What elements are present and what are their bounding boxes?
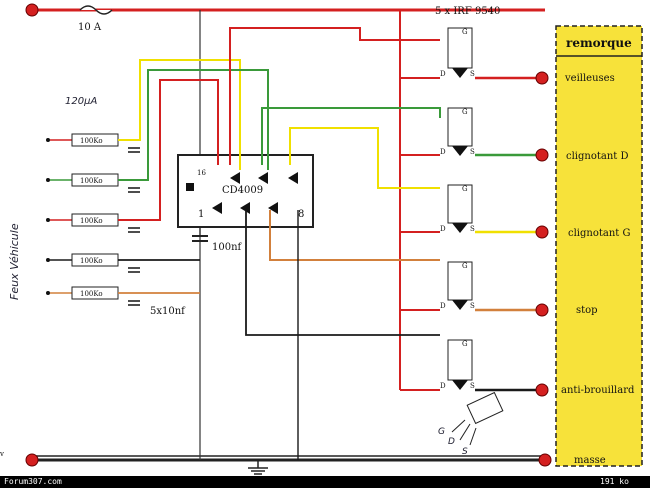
resistor-4-label: 100Ko [80,257,103,265]
m4-s: S [470,302,475,310]
footer-left: Forum307.com [4,477,62,486]
buffer-5 [240,202,250,214]
fuse-symbol [79,5,113,15]
buffer-3 [288,172,298,184]
ground-symbol [248,460,268,475]
ic-pin16: 16 [197,169,206,177]
wire-gate-2 [261,107,441,165]
m3-s: S [470,225,475,233]
wire-gate-1 [229,27,440,165]
fuse-label: 10 A [78,22,102,33]
mosfet-1 [447,27,473,78]
mosfet-2 [447,107,473,156]
m3-d: D [440,225,446,233]
m5-s: S [470,382,475,390]
wire-gate-5 [245,210,440,336]
capacitors-label: 5x10nf [150,306,186,317]
input-capacitors [128,147,140,306]
output-clignotant-g: clignotant G [568,228,630,239]
m1-d: D [440,70,446,78]
output-veilleuses: veilleuses [564,73,615,84]
wire-red-1 [118,79,219,221]
m4-d: D [440,302,446,310]
terminal-anti-brouillard [535,383,549,397]
m2-g: G [462,108,468,116]
mosfet-5 [447,339,473,390]
footer-right: 191 ko [600,477,629,486]
m2-s: S [470,148,475,156]
terminal-veilleuses [535,71,549,85]
current-note: 120µA [65,96,97,107]
trailer-title: remorque [566,36,632,50]
m2-d: D [440,148,446,156]
m3-g: G [462,185,468,193]
m4-g: G [462,262,468,270]
buffer-4 [212,202,222,214]
trailer-box [555,25,643,467]
output-anti-brouillard: anti-brouillard [561,385,635,396]
cap-100nf-label: 100nf [212,242,243,253]
output-stop: stop [576,305,598,316]
tpin-d: D [448,437,455,447]
resistor-3-label: 100Ko [80,217,103,225]
m1-g: G [462,28,468,36]
output-clignotant-d: clignotant D [566,151,629,162]
ground-terminal-right [538,453,552,467]
ground-terminal-left [25,453,39,467]
terminal-clignotant-g [535,225,549,239]
resistor-1-label: 100Ko [80,137,103,145]
mosfet-title: 5 x IRF 9540 [435,6,500,17]
wire-green-1 [118,69,269,181]
mosfet-3 [447,184,473,233]
output-masse: masse [574,455,606,466]
tpin-s: S [462,447,468,457]
supply-terminal [25,3,39,17]
tpin-g: G [438,427,445,437]
ic-name: CD4009 [222,185,263,196]
left-edge-label: v [0,450,4,458]
wire-yellow-1 [118,59,241,170]
wire-gate-3 [289,127,440,189]
buffer-1 [230,172,240,184]
m5-d: D [440,382,446,390]
wire-gate-4 [269,210,440,261]
buffer-2 [258,172,268,184]
ic-pin1: 1 [198,209,204,220]
m5-g: G [462,340,468,348]
vertical-note: Feux Véhicule [8,223,21,300]
transistor-package-sketch [451,391,504,446]
footer-bar: Forum307.com 191 ko [0,476,650,488]
terminal-stop [535,303,549,317]
mosfet-4 [447,261,473,310]
ic-pin8: 8 [298,209,304,220]
buffer-6 [268,202,278,214]
resistor-2-label: 100Ko [80,177,103,185]
terminal-clignotant-d [535,148,549,162]
m1-s: S [470,70,475,78]
resistor-5-label: 100Ko [80,290,103,298]
